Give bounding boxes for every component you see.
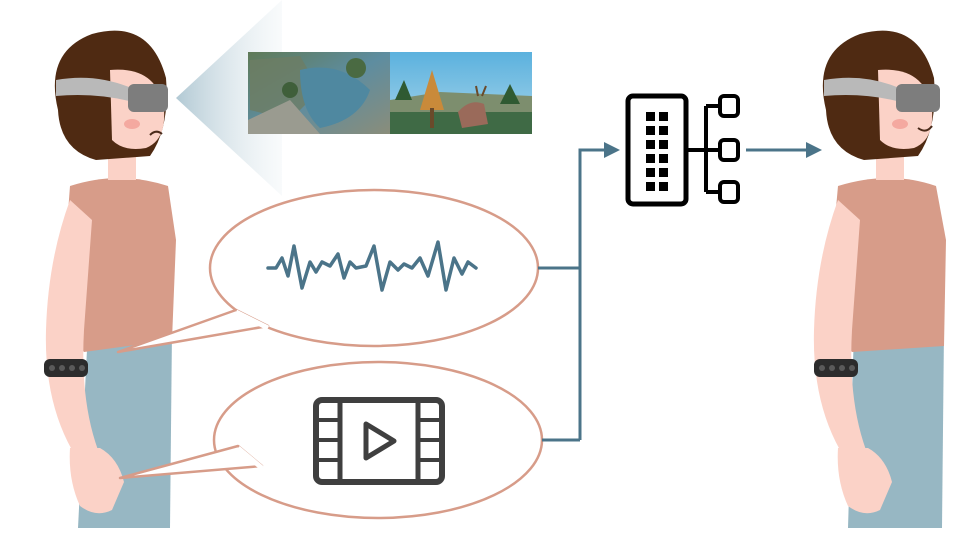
hand — [69, 448, 124, 514]
arrowhead-to-person — [806, 142, 822, 158]
smile-mouth — [917, 125, 933, 132]
vr-headset — [128, 84, 168, 112]
video-icon — [313, 397, 445, 485]
connector-merge — [578, 148, 606, 440]
signal-waveform-icon — [266, 240, 478, 292]
frown-mouth — [149, 130, 163, 136]
arm — [813, 200, 866, 450]
vr-panel-forest-river — [248, 52, 390, 134]
connectors — [538, 148, 810, 442]
bubble-signal — [116, 188, 540, 354]
headset-strap — [824, 77, 908, 104]
arrowhead-to-model — [604, 142, 620, 158]
ml-model-icon — [625, 93, 740, 207]
vr-panel-deer-forest — [390, 52, 532, 134]
view-cone — [176, 0, 282, 196]
person-left — [44, 30, 176, 528]
bubble-video — [118, 360, 544, 520]
headset-strap — [56, 77, 140, 104]
vr-view — [248, 52, 532, 134]
wristband — [814, 359, 858, 377]
hand — [837, 448, 892, 514]
arm — [45, 200, 98, 450]
person-right — [813, 30, 946, 528]
vr-headset — [896, 84, 940, 112]
wristband — [44, 359, 88, 377]
